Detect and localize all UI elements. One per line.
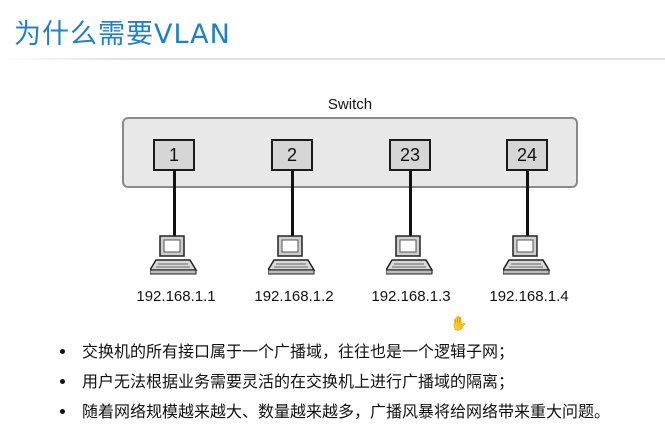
ip-label: 192.168.1.4	[489, 288, 569, 305]
cable-port-24	[526, 171, 529, 237]
bullet-item: 用户无法根据业务需要灵活的在交换机上进行广播域的隔离；	[60, 367, 610, 397]
port-24: 24	[506, 139, 548, 171]
bullet-dot-icon	[60, 379, 65, 384]
pc-icon	[386, 235, 434, 275]
ip-label: 192.168.1.1	[136, 288, 216, 305]
bullet-text: 用户无法根据业务需要灵活的在交换机上进行广播域的隔离；	[82, 372, 515, 391]
ip-label: 192.168.1.3	[371, 288, 451, 305]
port-23: 23	[389, 139, 431, 171]
pc-icon	[503, 235, 551, 275]
bullet-item: 随着网络规模越来越大、数量越来越多，广播风暴将给网络带来重大问题。	[60, 397, 610, 427]
bullet-text: 交换机的所有接口属于一个广播域，往往也是一个逻辑子网；	[82, 342, 515, 361]
bullet-dot-icon	[60, 349, 65, 354]
bullet-list: 交换机的所有接口属于一个广播域，往往也是一个逻辑子网； 用户无法根据业务需要灵活…	[60, 337, 610, 427]
pc-icon	[268, 235, 316, 275]
bullet-text: 随着网络规模越来越大、数量越来越多，广播风暴将给网络带来重大问题。	[82, 402, 611, 421]
bullet-dot-icon	[60, 409, 65, 414]
switch-device	[122, 117, 578, 188]
cable-port-1	[173, 171, 176, 237]
cable-port-2	[291, 171, 294, 237]
port-2: 2	[271, 139, 313, 171]
title-divider	[0, 58, 665, 60]
slide-title: 为什么需要VLAN	[14, 19, 231, 50]
port-1: 1	[153, 139, 195, 171]
bullet-item: 交换机的所有接口属于一个广播域，往往也是一个逻辑子网；	[60, 337, 610, 367]
ip-label: 192.168.1.2	[254, 288, 334, 305]
switch-label: Switch	[327, 96, 373, 113]
hand-cursor-icon: ✋	[450, 315, 468, 331]
pc-icon	[150, 235, 198, 275]
cable-port-23	[409, 171, 412, 237]
